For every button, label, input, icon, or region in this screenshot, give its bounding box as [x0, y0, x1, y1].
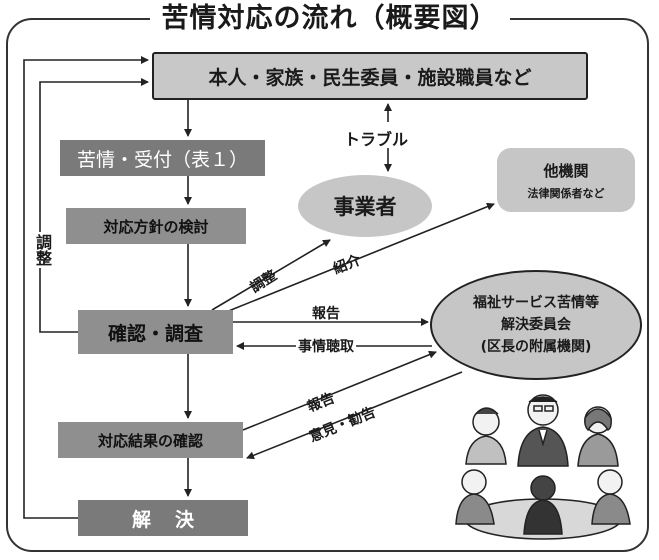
committee-line1: 福祉サービス苦情等 — [473, 295, 599, 311]
label-adjust-left: 調整 — [30, 232, 54, 268]
committee-line2: 解決委員会 — [501, 317, 571, 333]
loop-resolve-to-top — [23, 56, 149, 519]
result-box: 対応結果の確認 — [58, 422, 243, 458]
other-org-label: 他機関 — [543, 161, 589, 180]
committee-ellipse: 福祉サービス苦情等 解決委員会 (区長の附属機関) — [430, 270, 642, 380]
resolve-box: 解決 — [78, 500, 248, 536]
diagram-title: 苦情対応の流れ（概要図） — [149, 0, 510, 38]
label-trouble: トラブル — [344, 130, 409, 149]
arrow-to-other-org — [225, 202, 495, 313]
intake-box: 苦情・受付（表１） — [60, 140, 265, 176]
label-hearing: 事情聴取 — [296, 336, 356, 356]
other-org-sub-label: 法律関係者など — [527, 186, 605, 200]
other-org-box: 他機関 法律関係者など — [497, 148, 635, 212]
label-report1: 報告 — [312, 306, 340, 322]
committee-line3: (区長の附属機関) — [480, 339, 592, 355]
provider-ellipse: 事業者 — [298, 175, 432, 237]
meeting-illustration — [455, 394, 631, 540]
arrow-opinion-back — [246, 371, 463, 460]
arrow-to-provider — [211, 239, 331, 311]
title-wrap: 苦情対応の流れ（概要図） — [0, 0, 659, 38]
investigate-box: 確認・調査 — [78, 310, 233, 354]
loop-investigate-to-top — [39, 78, 149, 333]
stakeholders-box: 本人・家族・民生委員・施設職員など — [152, 52, 588, 100]
policy-box: 対応方針の検討 — [66, 208, 246, 244]
arrow-result-report — [242, 350, 437, 431]
